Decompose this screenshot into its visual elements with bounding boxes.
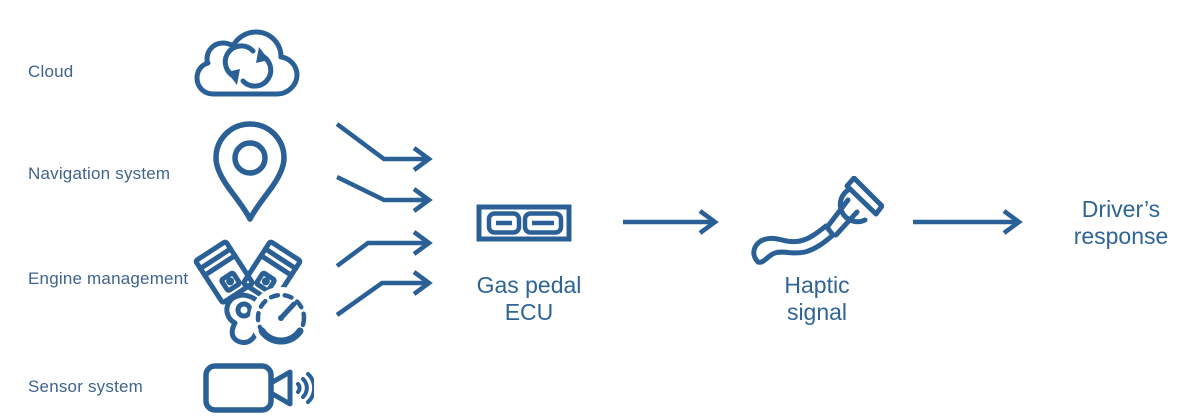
arrow-haptic-to-driver-head [1002,209,1023,235]
caption-gas-pedal-ecu-line1: Gas pedal [476,272,582,298]
caption-haptic-signal-line1: Haptic [784,272,850,298]
caption-gas-pedal-ecu-line2: ECU [504,299,554,325]
sync-arrowhead-left [227,69,240,85]
engine-icon [193,239,312,348]
arrow-input-4-head [412,270,433,296]
source-label-navigation: Navigation system [28,164,171,183]
location-pin-icon [213,121,287,222]
caption-haptic-signal: Haptic signal [722,272,912,326]
arrow-input-3-head [412,230,433,256]
arrow-input-1 [335,122,428,162]
sync-arrowhead-right [256,47,269,63]
caption-drivers-response-line2: response [1073,223,1169,249]
gauge-needle-hub [278,315,284,321]
arrow-input-3 [335,240,428,268]
cloud-sync-icon [194,29,300,97]
caption-drivers-response-line1: Driver’s [1081,196,1161,222]
arrow-input-2-head [412,187,433,213]
ecu-icon [476,204,572,242]
foot-pedal-icon [751,176,884,265]
source-label-engine: Engine management [28,269,189,288]
source-label-cloud: Cloud [28,62,74,81]
caption-haptic-signal-line2: signal [786,299,848,325]
arrow-input-4 [335,280,428,317]
caption-drivers-response: Driver’s response [1026,196,1200,250]
camera-sensor-icon [203,363,314,413]
source-label-sensor: Sensor system [28,377,144,396]
caption-gas-pedal-ecu: Gas pedal ECU [434,272,624,326]
arrow-ecu-to-haptic-head [698,209,719,235]
arrow-input-2 [336,174,428,203]
arrow-input-1-head [412,146,433,172]
